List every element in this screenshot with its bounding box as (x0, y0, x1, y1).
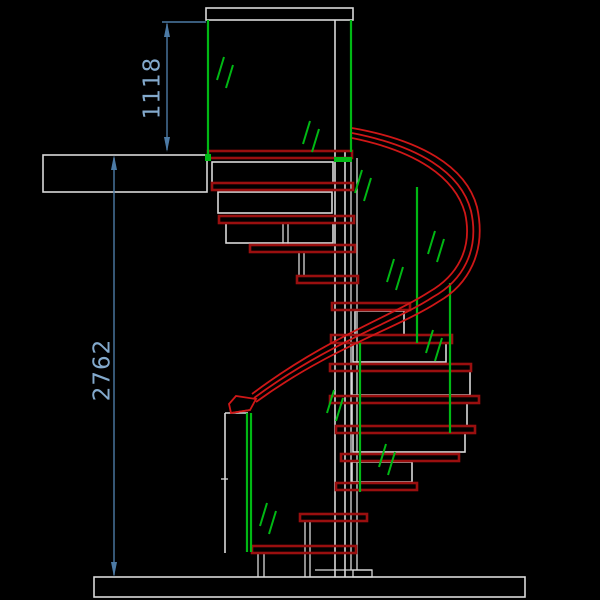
tread (217, 214, 356, 225)
dimension-arrow-icon (164, 22, 170, 37)
dimension-arrow-icon (111, 155, 117, 170)
step-box (351, 370, 471, 396)
step-box (352, 432, 466, 453)
tread (248, 243, 357, 254)
glass-base-rail (334, 157, 352, 162)
floor-base-slab (93, 576, 526, 598)
tread (328, 362, 473, 373)
tread (298, 512, 369, 523)
glass-balustrade-green (205, 20, 452, 552)
tread (329, 333, 454, 345)
tread (295, 274, 360, 285)
upper-landing-slab (42, 154, 208, 193)
handrail-curve (253, 132, 475, 399)
dimension-arrow-icon (164, 137, 170, 152)
tread (328, 394, 481, 405)
step-box (225, 222, 334, 244)
handrail-end-cap-edge (230, 409, 251, 414)
tread (330, 301, 412, 312)
handrail-curve (251, 137, 468, 395)
glass-hatch-icon (354, 169, 372, 202)
glass-base-block (205, 154, 211, 161)
glass-hatch-icon (216, 56, 234, 89)
handrail-curve (255, 127, 481, 403)
handrail-end-cap (228, 395, 258, 415)
step-box (211, 161, 334, 184)
glass-hatch-icon (427, 230, 445, 263)
glass-hatch-icon (425, 329, 443, 362)
glass-hatch-icon (378, 443, 396, 476)
spiral-handrail-red (228, 127, 481, 415)
tread (334, 424, 477, 435)
dimension-text-total: 2762 (90, 339, 116, 402)
glass-hatch-icon (259, 502, 277, 535)
dimension-arrow-icon (111, 562, 117, 577)
glass-hatch-icon (326, 389, 344, 422)
step-box (217, 191, 333, 214)
dimension-text-upper: 1118 (140, 57, 166, 120)
tread (210, 181, 355, 192)
tread (339, 452, 461, 463)
landing-fascia (206, 149, 354, 160)
tread (334, 481, 419, 492)
glass-hatch-icon (386, 258, 404, 291)
tread (250, 544, 358, 555)
dimension-annotations: 1118 2762 (90, 21, 206, 577)
structure-white-lines (42, 7, 526, 598)
step-box (352, 342, 447, 363)
column-foot (352, 569, 373, 578)
top-rail-cap (205, 7, 354, 21)
glass-hatch-icon (302, 120, 320, 153)
